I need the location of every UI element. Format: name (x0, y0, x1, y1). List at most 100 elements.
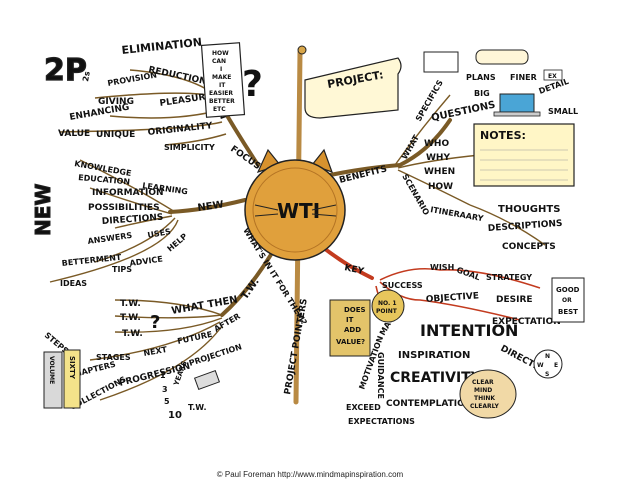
year-number: 3 (162, 385, 168, 394)
map-text: POINT (376, 308, 398, 315)
map-text: CLEARLY (470, 403, 499, 410)
what-then-label: WHAT THEN (171, 294, 239, 316)
map-text: W (537, 362, 544, 369)
new-item: TIPS (112, 265, 132, 274)
ex-label: EX (548, 73, 557, 80)
credit-line: © Paul Foreman http://www.mindmapinspira… (216, 470, 404, 479)
map-text: I (220, 66, 222, 73)
map-text: IT (219, 82, 226, 89)
small-label: SMALL (548, 107, 578, 116)
tw-branch: T.W. T.W. T.W. T.W. ? WHAT THEN FUTURE A… (43, 276, 262, 421)
map-text: S (545, 371, 549, 378)
wish-label: WISH (430, 263, 454, 272)
stages-label: STAGES (96, 353, 131, 362)
concepts-label: CONCEPTS (502, 242, 556, 252)
point-badge (371, 289, 405, 323)
year-number: 5 (164, 397, 170, 406)
scroll-icon (475, 49, 529, 65)
year-number: 10 (168, 410, 182, 421)
notes-pad (473, 123, 575, 187)
how-label: HOW (428, 182, 453, 192)
year-number: 1 (160, 371, 166, 380)
new-item: DIRECTIONS (102, 213, 164, 227)
map-text: HOW (212, 50, 229, 57)
map-text: ADD (344, 326, 361, 334)
map-text: VOLUME (48, 356, 55, 384)
clear-mind-text: CLEAR MIND THINK CLEARLY (470, 379, 499, 410)
notes-label: NOTES: (480, 129, 526, 142)
new-label: NEW (197, 199, 225, 214)
map-text: E (554, 362, 558, 369)
logo-2p: 2P (44, 53, 87, 88)
map-text: CLEAR (472, 379, 494, 386)
map-text: IT (346, 316, 354, 324)
contemplation-label: CONTEMPLATION (386, 399, 472, 409)
flashlight-icon (193, 369, 221, 391)
book-sixty-icon (63, 349, 81, 409)
pain-item: PROVISION (107, 70, 158, 88)
question-icon-1: ? (150, 312, 160, 333)
key-branch: KEY SUCCESS WISH GOAL STRATEGY OBJECTIVE… (329, 263, 585, 426)
map-text: SIXTY (68, 356, 76, 380)
why-label: WHY (426, 153, 450, 163)
tw-ten-label: T.W. (188, 403, 207, 412)
map-text: VALUE? (336, 338, 365, 346)
pain-item: ELIMINATION (121, 36, 203, 57)
map-text: MIND (474, 387, 492, 394)
new-item: ADVICE (129, 254, 163, 268)
who-label: WHO (424, 139, 449, 149)
central-label: WTI (277, 199, 320, 223)
map-text: CAN (212, 58, 226, 65)
objective-label: OBJECTIVE (426, 291, 480, 305)
future-label: FUTURE (177, 330, 214, 346)
desire-label: DESIRE (496, 295, 533, 305)
new-branch: NEW NEW KNOWLEDGE EDUCATION LEARNING INF… (31, 159, 225, 288)
plan-card-icon (423, 51, 459, 73)
compass-icon (533, 349, 563, 379)
tw-main-label: T.W. (239, 276, 261, 301)
laptop-icon (499, 93, 535, 113)
creativity-label: CREATIVITY (390, 370, 482, 386)
map-text: EASIER (209, 90, 233, 97)
new-item: POSSIBILITIES (88, 203, 160, 213)
focus-branch: 2P 2s FOCUS PAIN PLEASURE ELIMINATION RE… (43, 36, 262, 172)
new-item: ANSWERS (87, 231, 133, 246)
map-text: BEST (558, 308, 578, 316)
projection-label: PROJECTION (188, 342, 243, 368)
pleasure-item: GIVING (98, 97, 134, 107)
intention-label: INTENTION (420, 321, 518, 340)
thoughts-label: THOUGHTS (498, 204, 560, 215)
map-text: NO. 1 (378, 300, 397, 307)
value-question: DOES IT ADD VALUE? (336, 306, 366, 346)
scenario-label: SCENARIO (400, 173, 431, 217)
map-text: THINK (474, 395, 495, 402)
map-text: N (545, 353, 550, 360)
key-label: KEY (343, 263, 365, 277)
clear-mind-head (459, 369, 517, 419)
success-label: SUCCESS (382, 281, 423, 290)
logo-2p-sub: 2s (81, 70, 92, 82)
expectation-label: EXPECTATION (492, 317, 561, 327)
map-text: OR (562, 297, 572, 304)
plans-label: PLANS (466, 73, 496, 82)
guidance-label: GUIDANCE (376, 352, 385, 399)
simplicity-item: SIMPLICITY (164, 143, 215, 152)
next-label: NEXT (143, 345, 169, 358)
new-item: IDEAS (60, 279, 87, 288)
map-text: GOOD (556, 286, 580, 294)
new-item: INFORMATION (92, 188, 164, 198)
book-volume-icon (43, 351, 63, 409)
exceed-label: EXCEED (346, 403, 381, 412)
tw-item: T.W. (120, 313, 141, 323)
tw-item: T.W. (122, 329, 143, 339)
tw-item: T.W. (120, 299, 141, 309)
new-big-word: NEW (31, 184, 55, 236)
expectations-label: EXPECTATIONS (348, 417, 415, 426)
questions-label: QUESTIONS (430, 100, 496, 124)
map-text: DOES (344, 306, 366, 314)
goal-label: GOAL (455, 265, 481, 282)
inspiration-label: INSPIRATION (398, 350, 470, 361)
map-text: ETC (213, 106, 226, 113)
value-item: VALUE (58, 129, 90, 139)
